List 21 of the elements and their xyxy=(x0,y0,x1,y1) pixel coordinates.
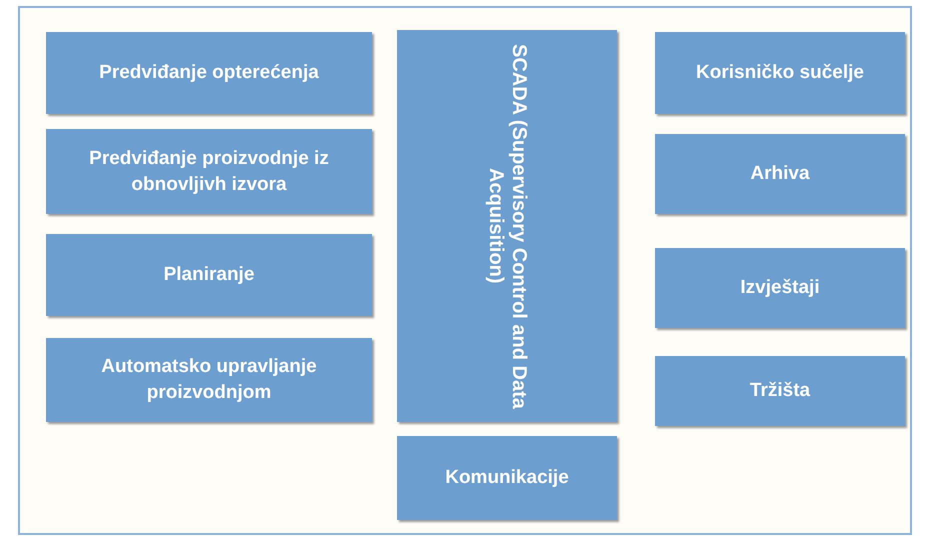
module-label: Korisničko sučelje xyxy=(695,61,865,86)
module-box xyxy=(397,30,617,422)
module-label: Tržišta xyxy=(748,379,812,404)
module-label: Planiranje xyxy=(162,263,256,288)
module-label: Predviđanje opterećenja xyxy=(98,61,320,86)
module-box xyxy=(46,338,372,422)
module-box xyxy=(655,356,905,426)
module-box xyxy=(655,248,905,328)
module-box xyxy=(46,129,372,214)
module-box xyxy=(46,32,372,114)
module-label: Komunikacije xyxy=(444,466,570,490)
module-label: Predviđanje proizvodnje iz obnovljivh izvora xyxy=(88,146,330,196)
module-label: SCADA (Supervisory Control and Data Acquisition) xyxy=(484,42,531,411)
system-frame xyxy=(18,6,912,535)
module-box xyxy=(397,436,617,520)
module-box xyxy=(46,234,372,316)
module-label: Automatsko upravljanje proizvodnjom xyxy=(100,355,318,405)
module-box xyxy=(655,32,905,114)
module-label: Arhiva xyxy=(749,162,811,186)
module-box xyxy=(655,134,905,214)
module-label: Izvještaji xyxy=(739,276,821,300)
